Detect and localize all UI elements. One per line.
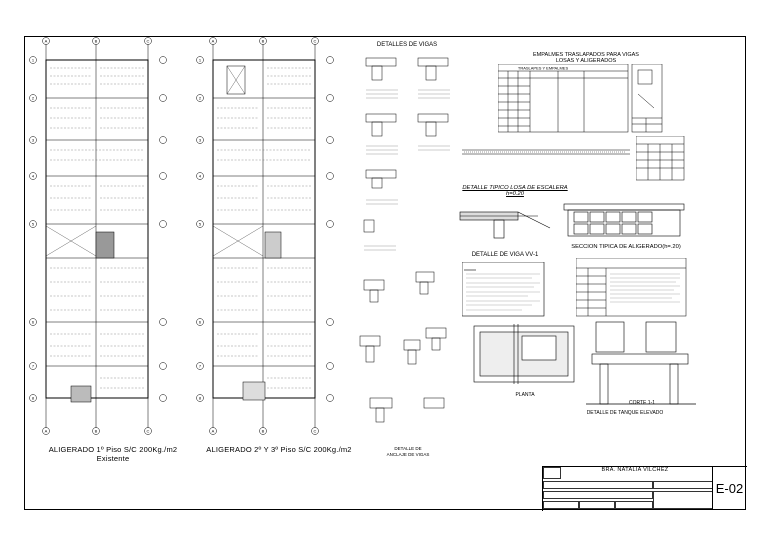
axis-label-a-top: A (212, 39, 215, 44)
axis-label-b-bottom: B (95, 429, 98, 434)
axis-label-c-top: C (147, 39, 150, 44)
axis-label-5: 5 (199, 222, 202, 227)
plan-title-left-line1: ALIGERADO 1º Piso S/C 200Kg./m2 (48, 445, 178, 454)
sheet-number: E-02 (712, 466, 746, 510)
viga-vv1-title: DETALLE DE VIGA VV-1 (471, 252, 539, 258)
notes-box (462, 262, 545, 317)
axis-label-2: 2 (199, 96, 202, 101)
axis-label-3: 3 (32, 138, 35, 143)
empalmes-title: EMPALMES TRASLAPADOS PARA VIGAS LOSAS Y … (506, 52, 666, 64)
axis-label-b-top: B (95, 39, 98, 44)
drawing-frame (24, 36, 746, 510)
axis-label-a-bottom: A (212, 429, 215, 434)
tb-cell-row4-b (579, 501, 615, 509)
beam-details (359, 57, 450, 423)
tb-cell-row3-right (653, 491, 713, 509)
axis-label-5: 5 (32, 222, 35, 227)
corte-label: CORTE 1-1 (628, 400, 656, 406)
plan-title-left-line2: Existente (96, 454, 130, 463)
axis-label-3: 3 (199, 138, 202, 143)
anclaje-title-line1: DETALLE DE (394, 446, 422, 451)
tank-plan-label: PLANTA (515, 392, 535, 398)
student-name: BRA. NATALIA VILCHEZ (601, 467, 669, 473)
tb-cell-row4-a (543, 501, 579, 509)
axis-label-6: 6 (32, 320, 35, 325)
axis-label-6: 6 (199, 320, 202, 325)
spec-table (576, 258, 687, 317)
axis-label-8: 8 (199, 396, 202, 401)
tank-elevation (586, 321, 696, 405)
axis-label-b-top: B (262, 39, 265, 44)
tank-plan (473, 324, 575, 384)
traslapes-header: TRASLAPES Y EMPALMES (518, 66, 569, 71)
tb-cell-row4-c (615, 501, 653, 509)
title-block (542, 466, 747, 511)
anclaje-title-line2: ANCLAJE DE VIGAS (386, 452, 430, 457)
anclaje-title: DETALLE DE ANCLAJE DE VIGAS (368, 446, 448, 458)
vigas-title: DETALLES DE VIGAS (376, 42, 438, 48)
axis-label-1: 1 (32, 58, 35, 63)
empalmes-title-line1: EMPALMES TRASLAPADOS PARA VIGAS (533, 52, 639, 58)
axis-label-8: 8 (32, 396, 35, 401)
axis-label-4: 4 (32, 174, 35, 179)
slab-section (563, 203, 685, 237)
tb-cell-left (543, 467, 561, 479)
tb-cell-row2-left (543, 481, 653, 489)
tb-cell-row2-right (653, 481, 713, 489)
axis-label-1: 1 (199, 58, 202, 63)
plan-title-left: ALIGERADO 1º Piso S/C 200Kg./m2 Existent… (28, 445, 198, 463)
axis-label-c-bottom: C (314, 429, 317, 434)
axis-label-a-top: A (45, 39, 48, 44)
tanque-label: DETALLE DE TANQUE ELEVADO (586, 410, 664, 416)
empalmes-title-line2: LOSAS Y ALIGERADOS (555, 58, 617, 64)
axis-label-2: 2 (32, 96, 35, 101)
axis-label-a-bottom: A (45, 429, 48, 434)
stair-slab-detail (462, 149, 630, 155)
stair-section (459, 211, 551, 239)
axis-label-c-top: C (314, 39, 317, 44)
floor-plan-left: A B C A B C 1 2 3 4 5 6 7 8 (29, 37, 167, 435)
axis-label-c-bottom: C (147, 429, 150, 434)
axis-label-7: 7 (32, 364, 35, 369)
axis-label-4: 4 (199, 174, 202, 179)
dowel-table (636, 136, 685, 181)
empalmes-table: TRASLAPES Y EMPALMES (498, 64, 663, 133)
escalera-title: DETALLE TIPICO LOSA DE ESCALERA h=0.20 (462, 185, 568, 197)
axis-label-b-bottom: B (262, 429, 265, 434)
axis-label-7: 7 (199, 364, 202, 369)
plan-title-right: ALIGERADO 2º Y 3º Piso S/C 200Kg./m2 (206, 445, 352, 454)
tb-cell-row3-left (543, 491, 653, 499)
floor-plan-right: A B C A B C 1 2 3 4 5 6 7 8 (196, 37, 334, 435)
aligerado-section-title: SECCION TIPICA DE ALIGERADO(h=.20) (571, 244, 681, 250)
